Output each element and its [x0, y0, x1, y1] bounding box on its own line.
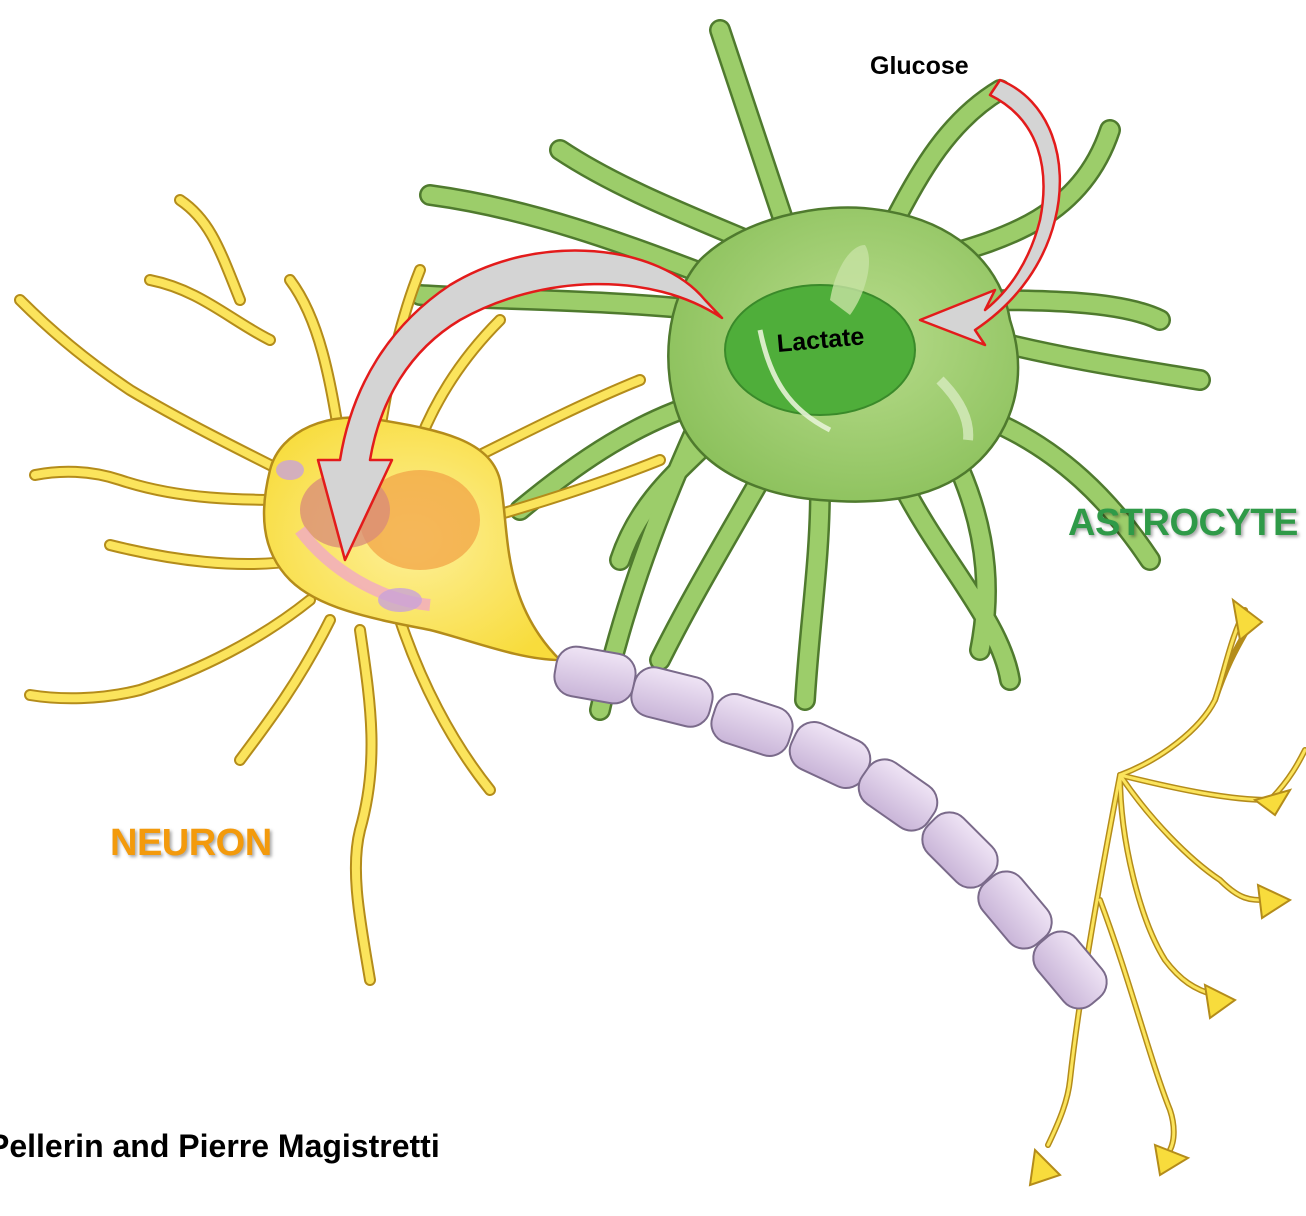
- glucose-label: Glucose: [870, 52, 969, 81]
- astrocyte-label: ASTROCYTE: [1068, 502, 1298, 545]
- neuron-soma: [264, 417, 560, 660]
- credit-caption: Pellerin and Pierre Magistretti: [0, 1128, 440, 1165]
- neuron-label: NEURON: [110, 822, 272, 865]
- axon-terminal-inner: [1048, 610, 1305, 1150]
- myelinated-axon: [551, 643, 1115, 1016]
- axon-terminal: [1048, 610, 1305, 1150]
- astrocyte-cell: [420, 30, 1200, 710]
